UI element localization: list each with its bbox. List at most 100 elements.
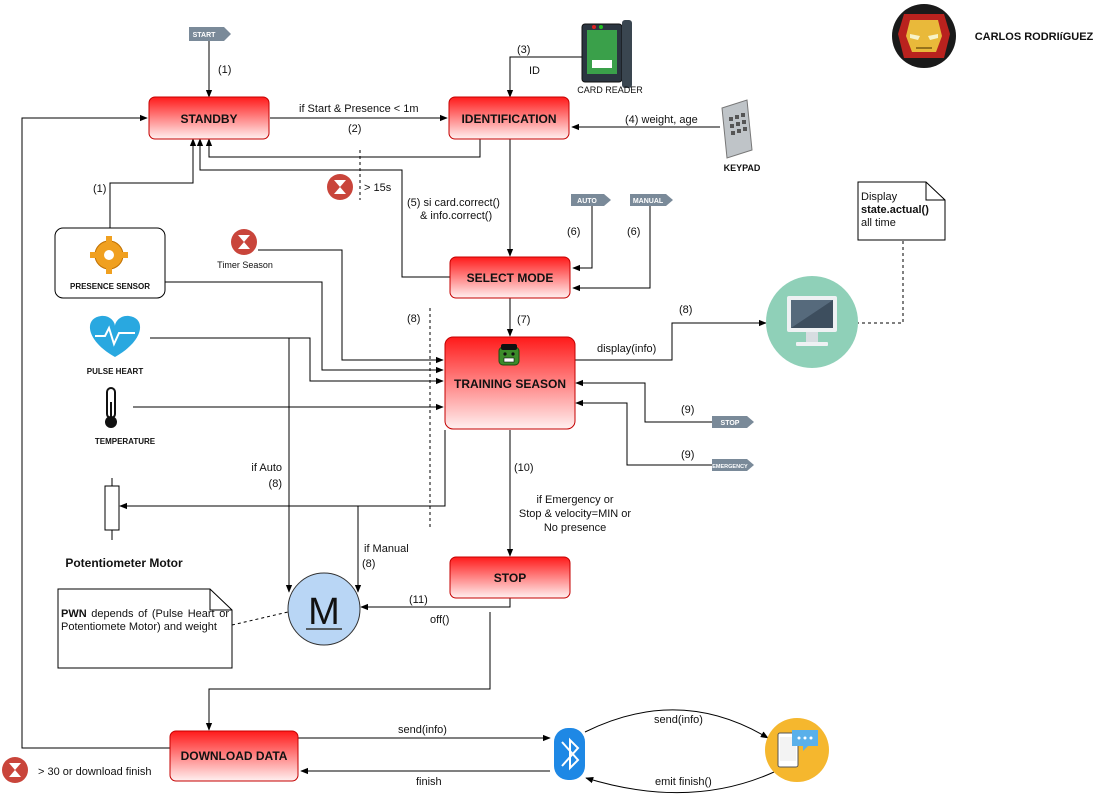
pulse-heart-label: PULSE HEART	[87, 367, 144, 376]
label-e10-line2: Stop & velocity=MIN or	[519, 508, 632, 520]
label-if-manual-num: (8)	[362, 558, 375, 570]
tag-start: START	[189, 27, 231, 41]
edge-pulse-training	[150, 337, 444, 385]
edge-stoptag-training	[575, 379, 712, 423]
label-e9-stop: (9)	[681, 404, 694, 416]
label-if-auto-num: (8)	[269, 478, 282, 490]
state-download[interactable]: DOWNLOAD DATA	[169, 730, 299, 782]
edge-training-monitor	[575, 319, 767, 361]
potentiometer-label: Potentiometer Motor	[65, 556, 183, 570]
state-download-label: DOWNLOAD DATA	[181, 749, 288, 763]
label-e8-display-num: (8)	[679, 304, 692, 316]
edge-auto-select	[572, 205, 593, 272]
label-e5-line2: & info.correct()	[420, 210, 492, 222]
tag-stop: STOP	[712, 416, 754, 428]
connectors	[21, 41, 775, 794]
label-timeout-15: > 15s	[364, 182, 392, 194]
state-identification[interactable]: IDENTIFICATION	[448, 96, 570, 140]
label-if-auto: if Auto	[251, 462, 282, 474]
ironman-avatar	[892, 4, 956, 68]
display-note-line3: all time	[861, 217, 896, 229]
pwn-note	[57, 588, 233, 669]
state-select-mode[interactable]: SELECT MODE	[449, 256, 571, 299]
pwn-note-rest: depends of (Pulse Heart or Potentiomete …	[61, 608, 229, 633]
state-select-mode-label: SELECT MODE	[467, 271, 554, 285]
edge-presencesensor-training	[165, 281, 444, 374]
dashed-lines	[231, 150, 904, 626]
edge-stop-download	[205, 612, 491, 731]
author-name: CARLOS RODRIíGUEZ	[975, 31, 1094, 43]
edge-identification-timeout	[205, 138, 481, 158]
label-e10: (10)	[514, 462, 534, 474]
keypad-label: KEYPAD	[724, 163, 761, 173]
svg-text:EMERGENCY: EMERGENCY	[712, 464, 748, 470]
edge-timer-training	[258, 249, 444, 364]
label-e2-cond: if Start & Presence < 1m	[299, 103, 419, 115]
label-off: off()	[430, 614, 449, 626]
state-training[interactable]: TRAINING SEASON	[444, 336, 576, 430]
dashed-pwn-note-link	[231, 611, 289, 626]
tag-manual: MANUAL	[630, 194, 673, 206]
label-e3-id: ID	[529, 65, 540, 77]
timer-season-label: Timer Season	[217, 260, 273, 270]
edge-bluetooth-phone	[584, 709, 769, 739]
label-e1-presence: (1)	[93, 183, 106, 195]
state-training-label: TRAINING SEASON	[454, 377, 566, 391]
edge-download-standby	[21, 114, 170, 749]
tag-emergency: EMERGENCY	[712, 459, 754, 471]
label-e10-line1: if Emergency or	[536, 494, 613, 506]
state-standby[interactable]: STANDBY	[148, 96, 270, 140]
pwn-note-bold: PWN	[61, 608, 87, 620]
edge-select-standby	[196, 138, 450, 278]
hourglass-icon-15s	[327, 174, 353, 200]
display-note-line1: Display	[861, 191, 898, 203]
tag-auto: AUTO	[571, 194, 611, 206]
label-finish: finish	[416, 776, 442, 788]
edge-emergency-training	[575, 399, 712, 466]
monitor-icon	[766, 276, 858, 368]
label-e1-start: (1)	[218, 64, 231, 76]
hourglass-icon-download	[2, 757, 28, 783]
heart-icon	[89, 315, 141, 357]
label-e8-display: display(info)	[597, 343, 656, 355]
label-e5-line1: (5) si card.correct()	[407, 197, 500, 209]
label-send-info: send(info)	[398, 724, 447, 736]
label-e8-dashed: (8)	[407, 313, 420, 325]
label-send-info-phone: send(info)	[654, 714, 703, 726]
edge-labels: (1) (1) if Start & Presence < 1m (2) (3)…	[38, 44, 712, 788]
thermometer-icon	[105, 387, 117, 428]
svg-text:START: START	[193, 32, 217, 39]
edge-cardreader-identification	[506, 56, 582, 98]
hourglass-icon-timer	[231, 229, 257, 255]
phone-icon	[765, 718, 829, 782]
edge-stop-motor	[360, 598, 511, 611]
display-note	[857, 181, 946, 241]
edge-presence-standby	[109, 138, 197, 228]
temperature-label: TEMPERATURE	[95, 437, 156, 446]
state-identification-label: IDENTIFICATION	[461, 112, 556, 126]
bluetooth-icon	[554, 728, 585, 780]
display-note-line2: state.actual()	[861, 204, 929, 216]
label-e11: (11)	[409, 594, 428, 606]
label-e7: (7)	[517, 314, 530, 326]
label-e2-num: (2)	[348, 123, 361, 135]
label-e6-auto: (6)	[567, 226, 580, 238]
svg-text:M: M	[308, 591, 340, 633]
state-standby-label: STANDBY	[180, 112, 237, 126]
state-stop[interactable]: STOP	[449, 556, 571, 599]
label-emit-finish: emit finish()	[655, 776, 712, 788]
motor-icon: M	[287, 572, 361, 646]
label-e9-emergency: (9)	[681, 449, 694, 461]
presence-sensor: PRESENCE SENSOR	[54, 227, 166, 299]
keypad-icon	[721, 99, 753, 159]
card-reader-label: CARD READER	[577, 85, 643, 95]
edge-manual-select	[572, 205, 651, 292]
svg-text:STOP: STOP	[721, 420, 740, 427]
label-if-manual: if Manual	[364, 543, 409, 555]
label-e4: (4) weight, age	[625, 114, 698, 126]
label-timeout-30: > 30 or download finish	[38, 766, 151, 778]
svg-text:AUTO: AUTO	[577, 198, 597, 205]
gear-icon	[90, 236, 128, 274]
state-stop-label: STOP	[494, 571, 526, 585]
